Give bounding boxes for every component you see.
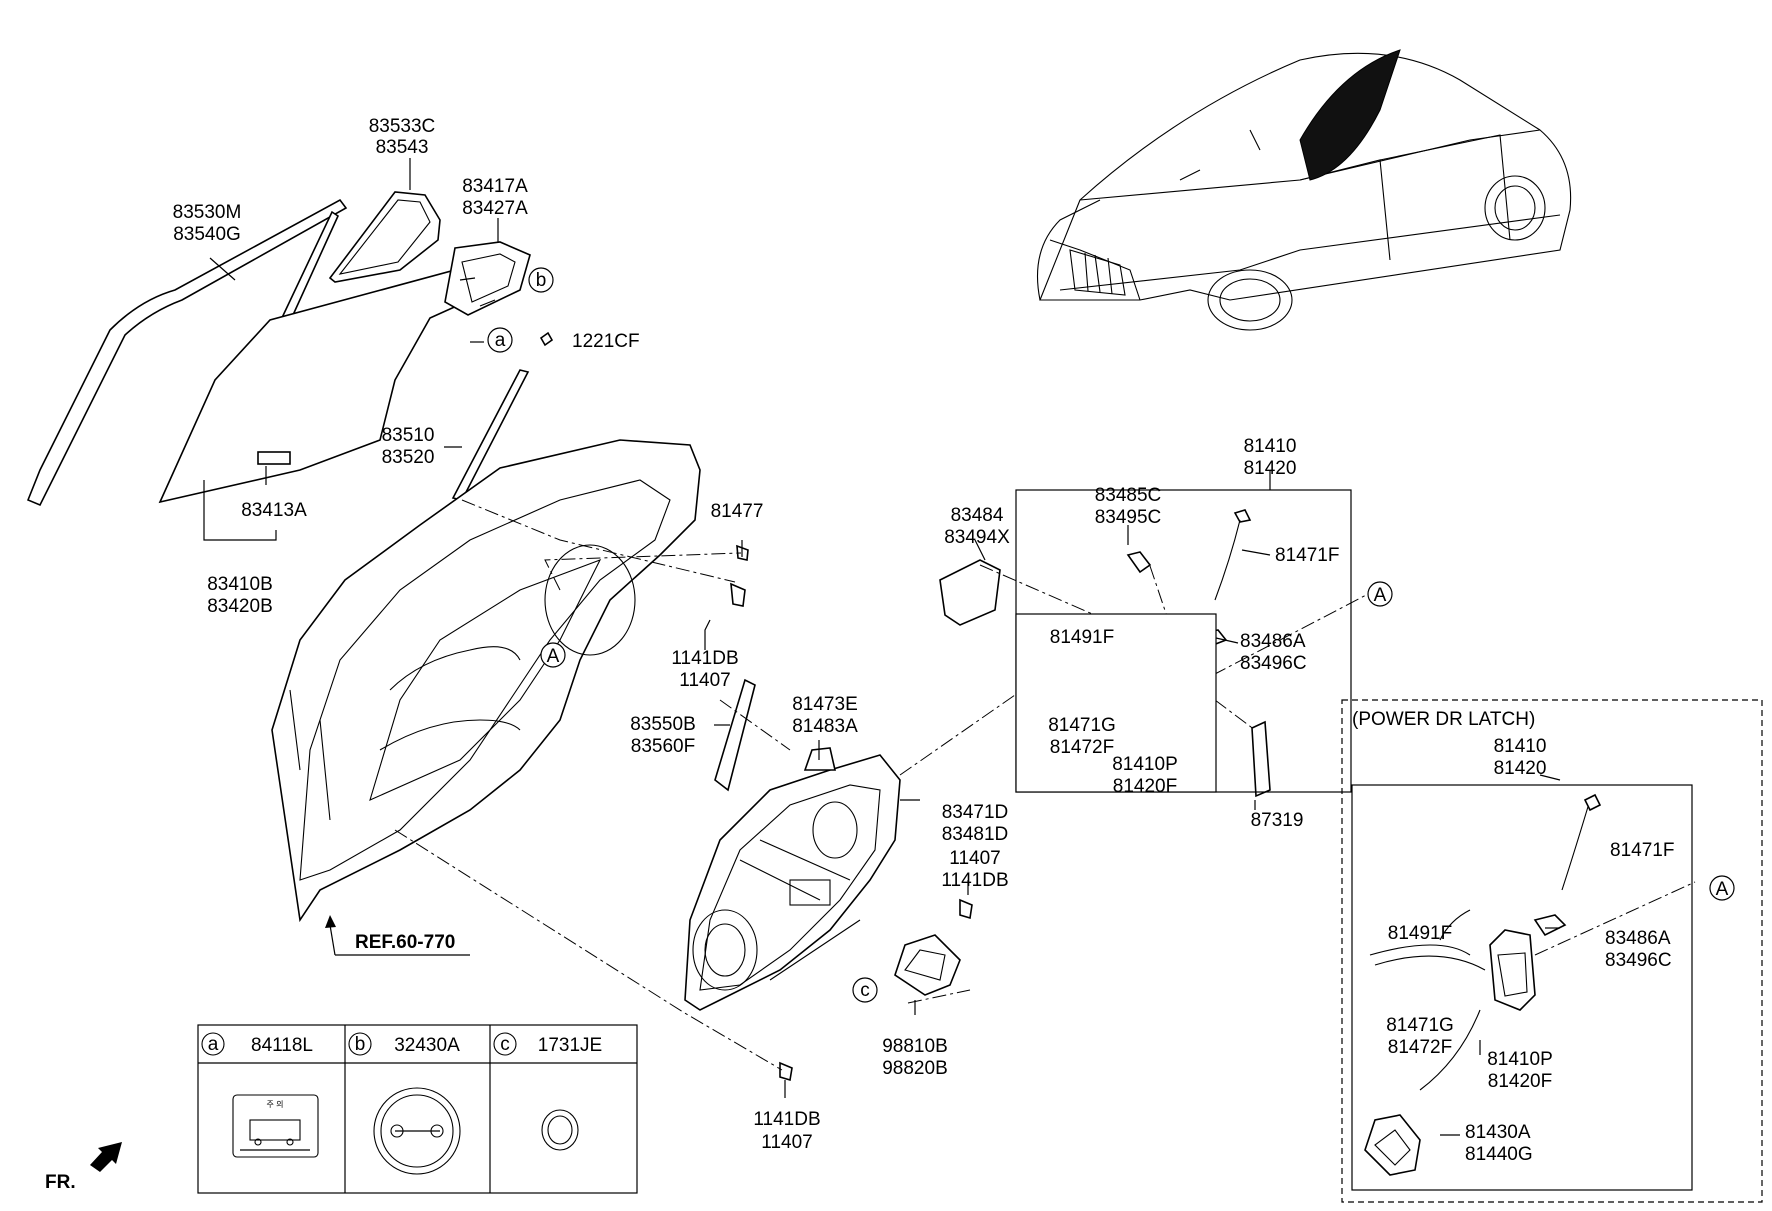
- label-87319: 87319: [1251, 810, 1304, 831]
- label-81420-top: 81420: [1244, 458, 1297, 479]
- vehicle-illustration: [1037, 49, 1572, 331]
- legend-table: a 84118L 주 의 b 32430A c 1731JE: [197, 1024, 638, 1194]
- legend-part-a: 84118L: [251, 1035, 313, 1056]
- label-11407-a: 11407: [679, 670, 730, 691]
- legend-part-b: 32430A: [394, 1035, 460, 1056]
- label-83540g: 83540G: [173, 224, 241, 245]
- power-label-81471g: 81471G: [1386, 1015, 1454, 1036]
- legend-b: b 32430A: [348, 1032, 461, 1175]
- door-module-panel: [539, 331, 973, 1082]
- power-latch-title: (POWER DR LATCH): [1352, 709, 1535, 730]
- label-81410p: 81410P: [1112, 754, 1178, 775]
- label-83543: 83543: [376, 137, 429, 158]
- door-inner-panel: [271, 439, 701, 923]
- legend-c: c 1731JE: [493, 1032, 602, 1151]
- power-latch-inner-box: [1351, 784, 1693, 1191]
- svg-text:a: a: [208, 1034, 219, 1055]
- label-81410-top: 81410: [1244, 436, 1297, 457]
- power-latch-dashed-box: [1341, 699, 1763, 1203]
- label-98820b: 98820B: [882, 1058, 948, 1079]
- fr-arrow-icon: [90, 1142, 122, 1172]
- label-81483a: 81483A: [792, 716, 858, 737]
- label-1141db-b: 1141DB: [941, 870, 1008, 891]
- power-label-81472f: 81472F: [1388, 1037, 1452, 1058]
- legend-a: a 84118L 주 의: [201, 1032, 319, 1158]
- legend-part-c: 1731JE: [538, 1035, 602, 1056]
- label-81477: 81477: [711, 501, 764, 522]
- fr-label: FR.: [45, 1172, 76, 1193]
- label-11407-c: 11407: [761, 1132, 812, 1153]
- power-label-81471f: 81471F: [1610, 840, 1674, 861]
- label-83481d: 83481D: [942, 824, 1009, 845]
- front-direction-indicator: FR.: [45, 1142, 122, 1193]
- label-1141db-c: 1141DB: [753, 1109, 820, 1130]
- power-label-81430a: 81430A: [1465, 1122, 1531, 1143]
- power-label-81420f: 81420F: [1488, 1071, 1552, 1092]
- callout-b-top: b: [528, 267, 554, 293]
- svg-text:a: a: [495, 330, 506, 351]
- label-83494x: 83494X: [944, 527, 1010, 548]
- label-81491f: 81491F: [1050, 627, 1114, 648]
- sticker-text: 주 의: [267, 1099, 284, 1109]
- label-83533c: 83533C: [369, 116, 436, 137]
- svg-text:b: b: [536, 270, 547, 291]
- label-1141db-a: 1141DB: [671, 648, 738, 669]
- power-label-83486a: 83486A: [1605, 928, 1671, 949]
- svg-text:A: A: [1716, 879, 1729, 900]
- svg-text:c: c: [500, 1034, 510, 1055]
- label-81471g: 81471G: [1048, 715, 1116, 736]
- part-labels: 83533C 83543 83530M 83540G 83417A 83427A…: [173, 116, 1340, 1153]
- label-1221cf: 1221CF: [572, 331, 640, 352]
- latch-box-inner: [1015, 613, 1217, 793]
- label-83413a: 83413A: [241, 500, 307, 521]
- callout-c-panel: c: [852, 977, 878, 1003]
- label-83550b: 83550B: [630, 714, 696, 735]
- label-83417a: 83417A: [462, 176, 528, 197]
- label-83410b: 83410B: [207, 574, 273, 595]
- power-label-83496c: 83496C: [1605, 950, 1672, 971]
- svg-text:A: A: [547, 646, 560, 667]
- label-83485c: 83485C: [1095, 485, 1162, 506]
- label-83420b: 83420B: [207, 596, 273, 617]
- label-81472f: 81472F: [1050, 737, 1114, 758]
- label-83496c: 83496C: [1240, 653, 1307, 674]
- label-11407-b: 11407: [949, 848, 1000, 869]
- power-latch-labels: (POWER DR LATCH) 81410 81420 81471F 8348…: [1352, 709, 1674, 1165]
- label-98810b: 98810B: [882, 1036, 948, 1057]
- svg-text:c: c: [860, 980, 870, 1001]
- label-83486a: 83486A: [1240, 631, 1306, 652]
- callout-A-power-latch: A: [1709, 875, 1735, 901]
- label-ref-60-770: REF.60-770: [355, 932, 455, 953]
- label-83530m: 83530M: [173, 202, 242, 223]
- power-label-81420: 81420: [1494, 758, 1547, 779]
- label-83560f: 83560F: [631, 736, 695, 757]
- callout-A-latch: A: [1367, 581, 1393, 607]
- callout-a-top: a: [487, 327, 513, 353]
- label-83471d: 83471D: [942, 802, 1009, 823]
- callout-A-door: A: [540, 642, 566, 668]
- label-83520: 83520: [382, 447, 435, 468]
- power-label-81410: 81410: [1494, 736, 1547, 757]
- label-83495c: 83495C: [1095, 507, 1162, 528]
- label-81420f: 81420F: [1113, 776, 1177, 797]
- svg-text:b: b: [355, 1034, 366, 1055]
- power-label-81410p: 81410P: [1487, 1049, 1553, 1070]
- door-glass-group: [26, 191, 531, 507]
- power-latch-group: [1364, 793, 1602, 1176]
- label-83427a: 83427A: [462, 198, 528, 219]
- svg-text:A: A: [1374, 585, 1387, 606]
- label-83510: 83510: [382, 425, 435, 446]
- label-81471f: 81471F: [1275, 545, 1339, 566]
- power-label-81491f: 81491F: [1388, 923, 1452, 944]
- power-label-81440g: 81440G: [1465, 1144, 1533, 1165]
- label-83484: 83484: [951, 505, 1004, 526]
- label-81473e: 81473E: [792, 694, 858, 715]
